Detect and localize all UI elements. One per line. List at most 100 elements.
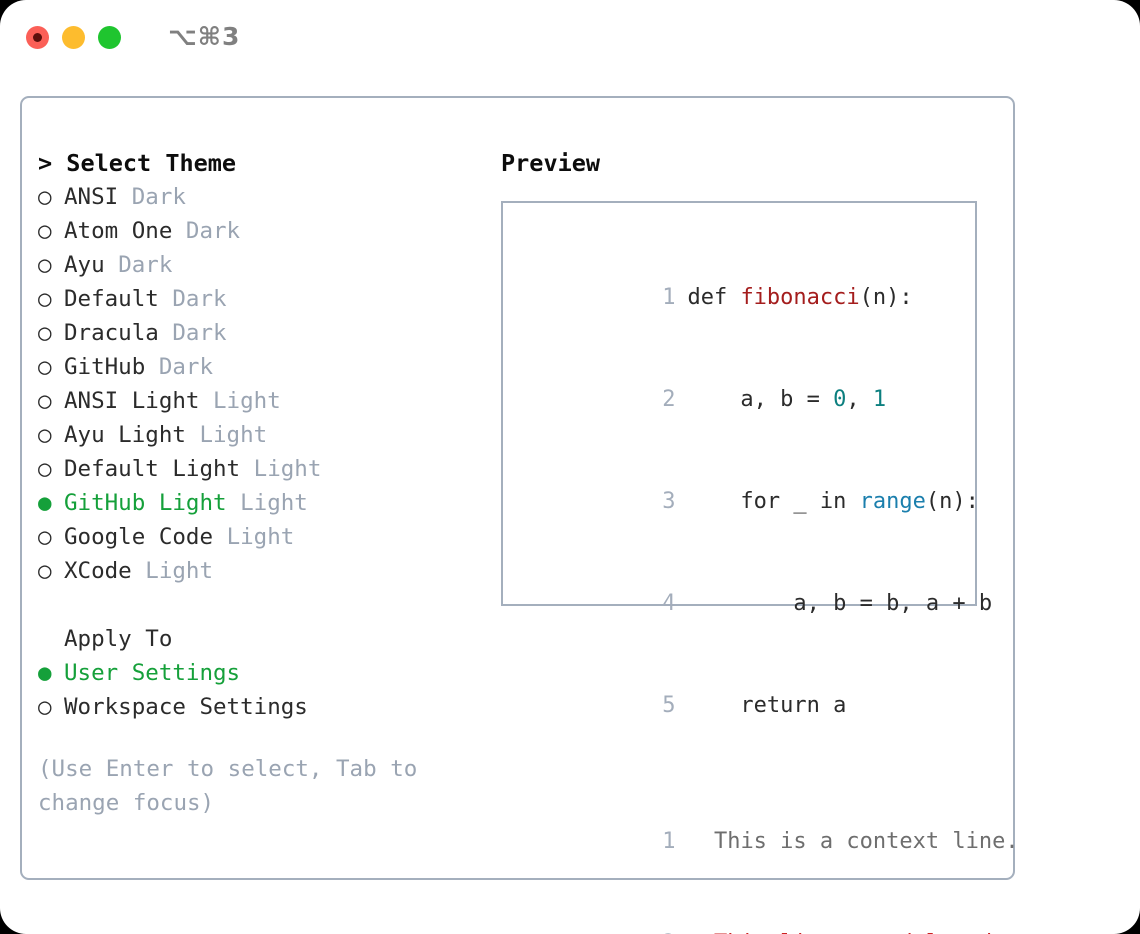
theme-label: ANSI Light: [64, 388, 200, 414]
title-bar: ⌥⌘3: [0, 0, 1140, 78]
code-token-call: range: [859, 489, 926, 514]
theme-label: ANSI: [64, 184, 119, 210]
maximize-button-icon[interactable]: [98, 26, 121, 49]
theme-list: ○ ANSI Dark ○ Atom One Dark ○ Ayu Dark ○ Def…: [38, 180, 498, 588]
apply-to-heading: Apply To: [64, 626, 173, 652]
theme-list-item[interactable]: ○ ANSI Light Light: [38, 384, 498, 418]
radio-icon: ○: [38, 184, 52, 210]
radio-icon: ○: [38, 388, 52, 414]
window-controls: [26, 26, 121, 49]
theme-label: Default: [64, 286, 159, 312]
theme-label: Atom One: [64, 218, 173, 244]
theme-list-item[interactable]: ○GitHub Dark: [38, 350, 498, 384]
diff-sign: -: [687, 931, 700, 934]
code-token: a, b = b, a + b: [687, 591, 993, 616]
radio-icon: ○: [38, 422, 52, 448]
theme-variant: Dark: [131, 184, 186, 210]
theme-list-item[interactable]: ○ Google Code Light: [38, 520, 498, 554]
main-panel: > Select Theme ○ ANSI Dark ○ Atom One Dark…: [20, 96, 1019, 934]
code-token: def: [687, 285, 741, 310]
radio-icon: ○: [38, 354, 52, 380]
radio-icon: ○: [38, 286, 52, 312]
theme-list-item[interactable]: ○ Atom One Dark: [38, 214, 498, 248]
code-line: 3 for _ in range(n):: [503, 451, 979, 553]
radio-icon: ○: [38, 252, 52, 278]
line-number: 2: [662, 387, 676, 412]
theme-variant: Dark: [158, 354, 214, 380]
radio-icon: ○: [38, 558, 52, 584]
apply-to-label: Workspace Settings: [64, 694, 308, 720]
theme-label: Ayu Light: [64, 422, 186, 448]
diff-line-context: 1 This is a context line.: [503, 791, 1018, 893]
theme-variant: Light: [213, 388, 281, 414]
theme-variant: Dark: [118, 252, 173, 278]
close-button-icon[interactable]: [26, 26, 49, 49]
theme-variant: Light: [253, 456, 322, 482]
code-line: 2 a, b = 0, 1: [503, 349, 975, 451]
code-token: return a: [687, 693, 847, 718]
window-title: ⌥⌘3: [168, 22, 241, 51]
theme-label: Ayu: [64, 252, 105, 278]
line-number: 4: [662, 591, 676, 616]
theme-variant: Light: [226, 524, 295, 550]
theme-label: Dracula: [64, 320, 159, 346]
theme-list-item[interactable]: ○ Ayu Dark: [38, 248, 498, 282]
radio-icon: ○: [38, 524, 52, 550]
theme-list-item[interactable]: ○ Default Light Light: [38, 452, 498, 486]
theme-variant: Light: [145, 558, 214, 584]
apply-to-label: User Settings: [64, 660, 241, 686]
apply-to-item-selected[interactable]: ● User Settings: [38, 656, 498, 690]
theme-list-item[interactable]: ○ Dracula Dark: [38, 316, 498, 350]
theme-variant: Dark: [172, 286, 227, 312]
radio-icon: ○: [38, 456, 52, 482]
line-number: 5: [662, 693, 676, 718]
code-line: 4 a, b = b, a + b: [503, 553, 992, 655]
radio-icon: ○: [38, 320, 52, 346]
code-token-number: 1: [872, 387, 887, 412]
theme-list-item[interactable]: ○ Ayu Light Light: [38, 418, 498, 452]
theme-label: Google Code: [64, 524, 214, 550]
radio-icon: ○: [38, 694, 52, 720]
theme-list-item-selected[interactable]: ●GitHub Light Light: [38, 486, 498, 520]
line-number: 2: [653, 927, 675, 934]
code-token-function: fibonacci: [740, 285, 860, 310]
theme-variant: Dark: [172, 320, 227, 346]
theme-label: GitHub Light: [64, 490, 227, 516]
radio-icon-selected: ●: [38, 490, 52, 516]
theme-picker-column: > Select Theme ○ ANSI Dark ○ Atom One Dark…: [38, 146, 498, 820]
apply-to-item[interactable]: ○ Workspace Settings: [38, 690, 498, 724]
diff-sign: [687, 829, 700, 854]
list-spacer: [38, 588, 498, 622]
theme-variant: Dark: [185, 218, 241, 244]
code-token: for _ in: [687, 489, 860, 514]
theme-list-item[interactable]: ○ Default Dark: [38, 282, 498, 316]
apply-to-list: ● User Settings ○ Workspace Settings: [38, 656, 498, 724]
line-number: 3: [662, 489, 676, 514]
preview-heading: Preview: [501, 149, 601, 177]
code-token-number: 0: [833, 387, 847, 412]
radio-icon: ○: [38, 218, 52, 244]
radio-icon-selected: ●: [38, 660, 52, 686]
line-number: 1: [662, 285, 676, 310]
select-theme-heading: > Select Theme: [38, 149, 237, 177]
keyboard-hint: (Use Enter to select, Tab to change focu…: [38, 756, 418, 816]
theme-variant: Light: [199, 422, 268, 448]
line-number: 1: [662, 829, 676, 854]
theme-list-item[interactable]: ○XCode Light: [38, 554, 498, 588]
diff-text: This is a context line.: [700, 829, 1019, 854]
diff-line-deleted: 2 - This line was deleted.: [503, 893, 1005, 934]
minimize-button-icon[interactable]: [62, 26, 85, 49]
code-token: a, b =: [687, 387, 834, 412]
theme-label: Default Light: [64, 456, 241, 482]
code-token: ,: [846, 387, 873, 412]
code-token: (n):: [859, 285, 913, 310]
theme-list-item[interactable]: ○ ANSI Dark: [38, 180, 498, 214]
code-line: 5 return a: [503, 655, 975, 757]
diff-text: This line was deleted.: [701, 931, 1005, 934]
diff-spacer: [503, 757, 975, 791]
code-token: (n):: [925, 489, 979, 514]
code-line: 1 def fibonacci(n):: [503, 247, 975, 349]
